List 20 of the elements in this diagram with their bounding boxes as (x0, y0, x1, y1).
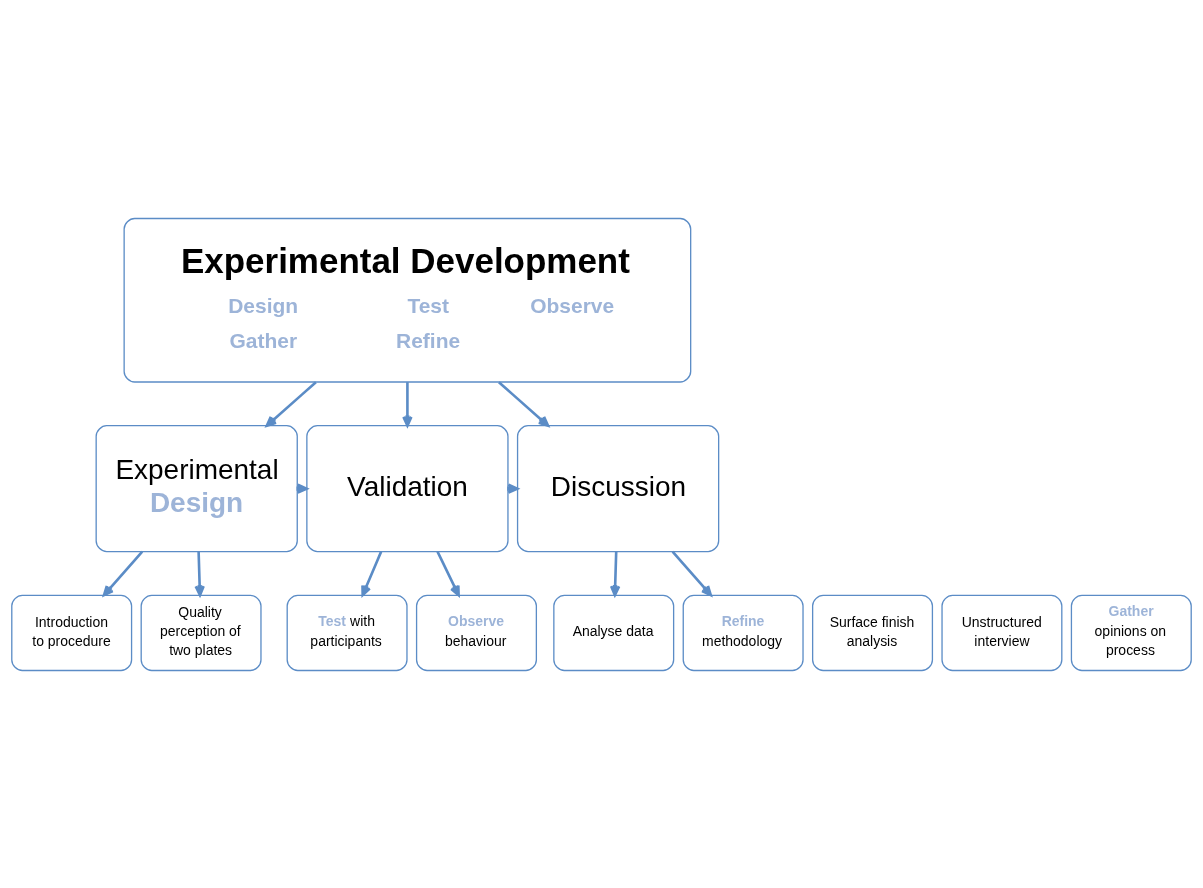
node-box: Test with participants (286, 594, 408, 671)
node-box: Gather opinions on process (1070, 594, 1192, 671)
arrow (609, 551, 621, 596)
arrow (402, 381, 413, 427)
arrow (436, 550, 460, 596)
node-box: Surface finish analysis (812, 594, 934, 671)
node-box: Quality perception of two plates (140, 594, 262, 671)
arrow (102, 550, 144, 596)
arrow (265, 380, 317, 427)
arrow (194, 551, 205, 596)
node-box: Unstructured interview (941, 594, 1063, 671)
node-box: Refine methodology (682, 594, 804, 671)
arrow (671, 550, 713, 596)
node-box: Introduction to procedure (11, 594, 133, 671)
node-box: Analyse data (553, 594, 675, 671)
arrow (361, 550, 383, 596)
node-box: Observe behaviour (415, 594, 538, 671)
node-box: Experimental Development Design Test Observe Gather Refine (123, 217, 692, 383)
arrow (498, 380, 550, 427)
node-box: Discussion (516, 424, 720, 552)
